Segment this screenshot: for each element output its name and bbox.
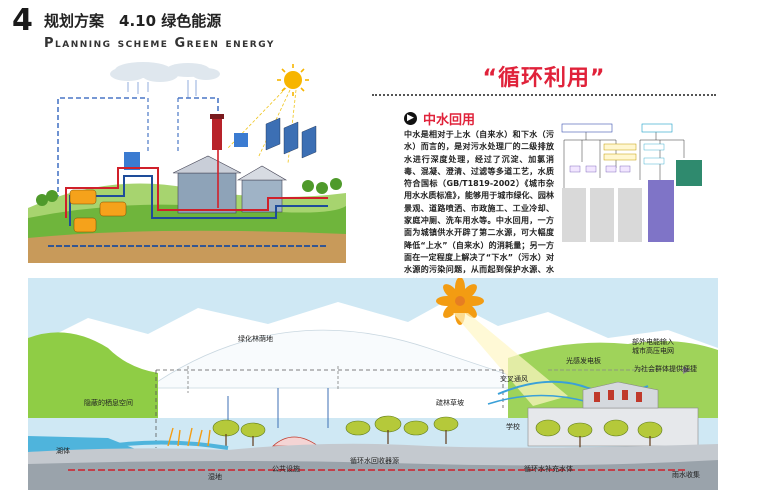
section-title-english: Planning scheme Green energy — [44, 36, 275, 51]
label-habitat-space: 隐蔽的栖息空间 — [84, 399, 133, 407]
play-bullet-icon: ▶ — [404, 112, 417, 125]
label-public-convenience: 为社会群体提供便捷 — [634, 365, 697, 373]
label-lake: 湖体 — [56, 447, 70, 455]
section-illustration — [28, 278, 718, 490]
section-number: 4 — [12, 3, 33, 38]
headline: “循环利用” — [482, 66, 606, 91]
cloud-icon — [110, 62, 220, 82]
label-school: 学校 — [506, 423, 520, 431]
label-solar-panel: 光感发电板 — [566, 357, 601, 365]
label-rain-collection: 雨水收集 — [672, 471, 700, 479]
subsection-heading: ▶ 中水回用 — [404, 109, 475, 128]
label-green-forest: 绿化林荫地 — [238, 335, 273, 343]
label-wetland: 湿地 — [208, 473, 222, 481]
flowchart-diagram — [561, 123, 702, 242]
label-recycled-water: 循环水回收器源 — [350, 457, 399, 465]
label-grid-input: 部外电能输入 城市高压电网 — [632, 338, 674, 355]
sun-icon — [277, 64, 309, 96]
label-sparse-forest: 疏林草坡 — [436, 399, 464, 407]
landscape-section-diagram: 绿化林荫地 隐蔽的栖息空间 湖体 湿地 公共设施 循环水回收器源 疏林草坡 学校… — [28, 278, 718, 490]
energy-system-illustration — [28, 58, 346, 263]
label-public-facilities: 公共设施 — [272, 465, 300, 473]
subsection-body: 中水是相对于上水（自来水）和下水（污水）而言的，是对污水处理厂的二级排放水进行深… — [404, 130, 554, 287]
energy-system-diagram — [28, 58, 346, 263]
label-water-supply: 循环水补充水体 — [524, 465, 573, 473]
section-title: 规划方案 4.10 绿色能源 — [44, 12, 222, 30]
label-ventilation: 交叉通风 — [500, 375, 528, 383]
water-reuse-flowchart — [556, 118, 718, 248]
divider — [372, 94, 716, 96]
subsection-title: 中水回用 — [423, 113, 476, 128]
